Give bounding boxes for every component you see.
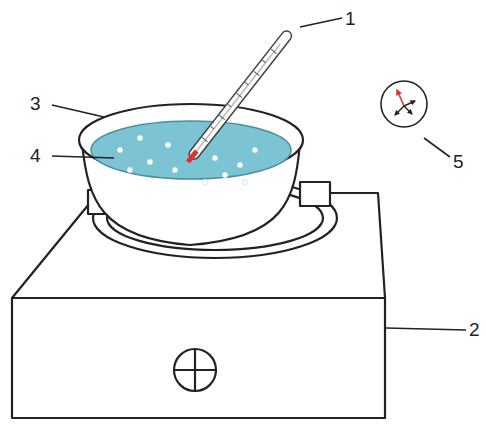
scale-tick [237,93,243,97]
bubble [117,147,122,152]
bubble [212,155,217,160]
bubble [165,142,170,147]
knob-cross [174,349,216,391]
bubbles [117,135,257,184]
callout-number: 1 [345,9,356,28]
scale-tick [254,71,260,75]
knob [174,349,216,391]
bubble [237,162,242,167]
leader-lines [52,18,466,330]
bubble [252,147,257,152]
callout-number: 5 [453,152,464,171]
inset-circle [381,81,427,127]
scale-tick [262,60,265,62]
scale-tick [219,115,225,119]
callout-number: 3 [30,94,41,113]
bubble [127,167,132,172]
callout-number: 2 [469,320,480,339]
bubble [147,159,152,164]
bubble [202,179,207,184]
burner-clip [300,182,330,206]
bubble [172,167,177,172]
callout-number: 4 [30,146,41,165]
bubble [137,135,142,140]
scale-tick [211,126,214,128]
thermometer [184,29,293,165]
hot-plate-front [12,298,385,418]
scale-tick [271,49,277,53]
scale-tick [245,82,248,84]
bubble [242,179,247,184]
scale-tick [228,104,231,106]
scale-tick [202,137,208,141]
bubble [222,172,227,177]
